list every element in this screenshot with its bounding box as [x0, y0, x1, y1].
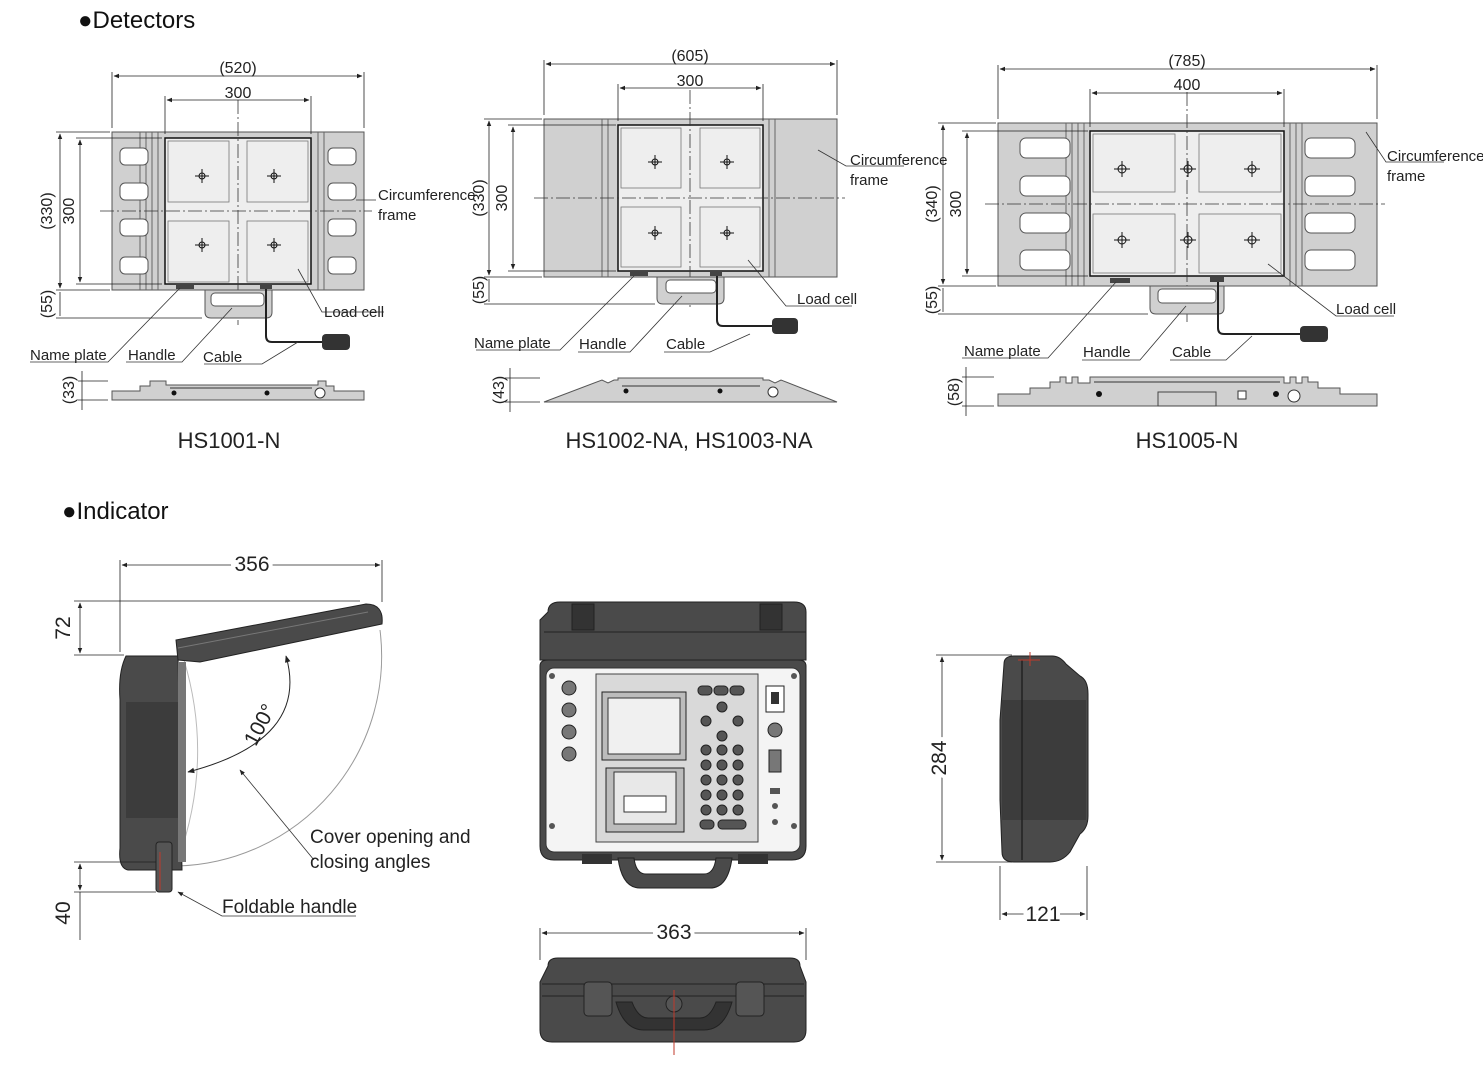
foldable-handle-label: Foldable handle [222, 897, 357, 918]
hs1005-frame-label-2: frame [1387, 168, 1425, 185]
indicator-front-width: 363 [656, 921, 691, 944]
hs1001-plate-height: 300 [61, 198, 78, 225]
hs1005-frame-label-1: Circumference [1387, 148, 1483, 165]
cover-label-line2: closing angles [310, 852, 430, 873]
hs1001-handle-label: Handle [128, 347, 176, 364]
hs1005-handle-depth: (55) [924, 286, 941, 314]
indicator-top-view [539, 928, 807, 1055]
hs1001-name-plate-label: Name plate [30, 347, 107, 364]
hs1005-cable-label: Cable [1172, 344, 1211, 361]
indicator-height: 284 [928, 740, 951, 775]
indicator-side-width: 356 [234, 553, 269, 576]
hs1005-model-name: HS1005-N [1136, 428, 1239, 453]
hs1002-overall-width: (605) [671, 48, 708, 65]
hs1001-overall-height: (330) [39, 192, 56, 229]
hs1002-handle-depth: (55) [471, 276, 488, 304]
hs1002-plate-width: 300 [677, 73, 704, 90]
hs1002-load-cell-label: Load cell [797, 291, 857, 308]
hs1002-handle-label: Handle [579, 336, 627, 353]
indicator-side-view [74, 560, 383, 940]
hs1002-frame-label-1: Circumference [850, 152, 948, 169]
indicator-front-view [539, 601, 807, 889]
hs1005-plate-height: 300 [948, 191, 965, 218]
hs1002-plate-height: 300 [494, 185, 511, 212]
indicator-right-view [936, 652, 1089, 920]
hs1001-thickness: (33) [61, 376, 78, 404]
hs1001-frame-label-1: Circumference [378, 187, 476, 204]
hs1002-thickness: (43) [491, 376, 508, 404]
hs1002-frame-label-2: frame [850, 172, 888, 189]
hs1002-model-name: HS1002-NA, HS1003-NA [565, 428, 812, 453]
hs1001-overall-width: (520) [219, 60, 256, 77]
hs1005-name-plate-label: Name plate [964, 343, 1041, 360]
hs1001-handle-depth: (55) [39, 290, 56, 318]
detectors-heading: ●Detectors [78, 7, 195, 34]
hs1005-thickness: (58) [946, 378, 963, 406]
hs1002-name-plate-label: Name plate [474, 335, 551, 352]
detector-hs1005n [938, 65, 1444, 416]
hs1005-handle-label: Handle [1083, 344, 1131, 361]
hs1001-load-cell-label: Load cell [324, 304, 384, 321]
hs1005-overall-height: (340) [924, 185, 941, 222]
detector-hs1001n [30, 72, 384, 410]
hs1005-overall-width: (785) [1168, 53, 1205, 70]
indicator-heading: ●Indicator [62, 498, 169, 525]
hs1001-model-name: HS1001-N [178, 428, 281, 453]
indicator-handle-height: 40 [52, 901, 75, 924]
hs1001-cable-label: Cable [203, 349, 242, 366]
hs1001-frame-label-2: frame [378, 207, 416, 224]
hs1002-cable-label: Cable [666, 336, 705, 353]
hs1005-load-cell-label: Load cell [1336, 301, 1396, 318]
detector-hs1002na [476, 60, 904, 412]
indicator-cover-height: 72 [52, 616, 75, 639]
hs1005-plate-width: 400 [1174, 77, 1201, 94]
indicator-opening-angle: 100° [240, 700, 281, 749]
hs1001-plate-width: 300 [225, 85, 252, 102]
indicator-depth: 121 [1025, 903, 1060, 926]
cover-label-line1: Cover opening and [310, 827, 471, 848]
hs1002-overall-height: (330) [471, 179, 488, 216]
